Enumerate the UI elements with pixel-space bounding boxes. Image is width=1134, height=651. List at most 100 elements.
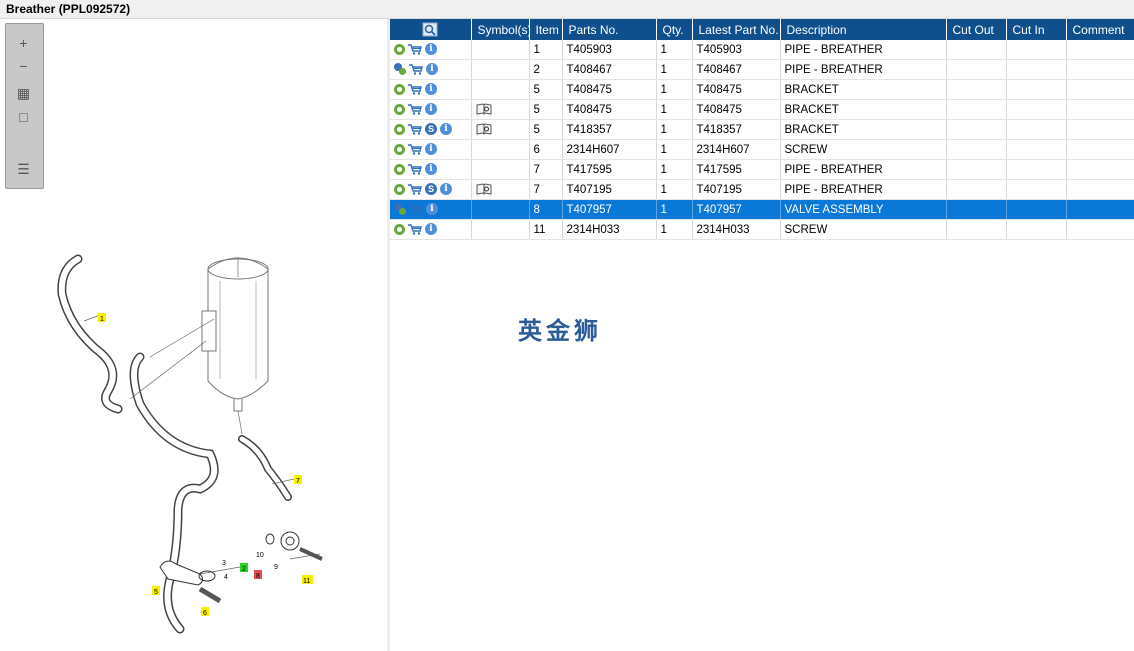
- cart-icon[interactable]: [409, 64, 423, 75]
- book-icon[interactable]: [476, 183, 492, 196]
- item-cell: 5: [529, 79, 563, 100]
- qty-cell: 1: [656, 219, 693, 240]
- info-icon[interactable]: i: [426, 63, 438, 76]
- cart-icon[interactable]: [408, 184, 422, 195]
- cut-in-cell: [1006, 99, 1067, 120]
- column-header-qty[interactable]: Qty.: [656, 19, 693, 40]
- pane-splitter[interactable]: [387, 19, 390, 651]
- gear-icon[interactable]: [394, 103, 405, 115]
- cart-icon[interactable]: [408, 124, 422, 135]
- info-icon[interactable]: i: [440, 183, 452, 196]
- fit-to-window-button[interactable]: ▦: [14, 84, 33, 101]
- info-icon[interactable]: i: [425, 103, 437, 116]
- column-header-cut-in[interactable]: Cut In: [1006, 19, 1067, 40]
- cut-in-cell: [1006, 59, 1067, 80]
- description-cell: BRACKET: [780, 119, 947, 140]
- cart-icon[interactable]: [408, 44, 422, 55]
- latest-part-no-cell: T408475: [692, 99, 781, 120]
- qty-cell: 1: [656, 40, 693, 60]
- actual-size-button[interactable]: □: [14, 108, 33, 125]
- book-icon[interactable]: [476, 103, 492, 116]
- cut-out-cell: [946, 99, 1007, 120]
- item-cell: 6: [529, 139, 563, 160]
- gear-icon[interactable]: [394, 183, 405, 195]
- s-badge-icon[interactable]: S: [425, 123, 437, 136]
- item-cell: 1: [529, 40, 563, 60]
- column-header-symbols[interactable]: Symbol(s): [471, 19, 530, 40]
- gear-icon[interactable]: [394, 43, 405, 55]
- row-symbols-cell: [471, 139, 530, 160]
- row-symbols-cell: [471, 179, 530, 200]
- row-symbols-cell: [471, 59, 530, 80]
- column-header-parts-no[interactable]: Parts No.: [562, 19, 657, 40]
- parts-no-cell: T405903: [562, 40, 657, 60]
- info-icon[interactable]: i: [426, 203, 438, 216]
- cart-icon[interactable]: [408, 104, 422, 115]
- cart-icon[interactable]: [408, 164, 422, 175]
- parts-no-cell: T408475: [562, 99, 657, 120]
- header-search-cell[interactable]: [390, 19, 472, 40]
- column-header-latest-part-no[interactable]: Latest Part No.: [692, 19, 781, 40]
- gear-icon[interactable]: [394, 163, 405, 175]
- cut-out-cell: [946, 79, 1007, 100]
- exploded-diagram[interactable]: 1 2 3 4 5 6 7 8 9 10 11: [0, 19, 387, 651]
- cart-icon[interactable]: [408, 144, 422, 155]
- cart-icon[interactable]: [409, 204, 423, 215]
- cart-icon[interactable]: [408, 224, 422, 235]
- fit-icon: ▦: [16, 84, 31, 101]
- book-icon[interactable]: [476, 123, 492, 136]
- info-icon[interactable]: i: [425, 223, 437, 236]
- column-header-cut-out[interactable]: Cut Out: [946, 19, 1007, 40]
- cart-icon[interactable]: [408, 84, 422, 95]
- window-title: Breather (PPL092572): [6, 2, 131, 16]
- cut-out-cell: [946, 139, 1007, 160]
- minus-icon: −: [19, 57, 28, 74]
- comment-cell: [1066, 40, 1134, 60]
- callout-7: 7: [296, 478, 300, 485]
- cut-in-cell: [1006, 179, 1067, 200]
- zoom-in-button[interactable]: +: [14, 34, 33, 51]
- s-badge-icon[interactable]: S: [425, 183, 437, 196]
- gear-icon[interactable]: [394, 83, 405, 95]
- gear-info-icon[interactable]: [394, 63, 406, 76]
- column-header-description[interactable]: Description: [780, 19, 947, 40]
- gear-icon[interactable]: [394, 223, 405, 235]
- callout-8: 8: [256, 573, 260, 580]
- info-icon[interactable]: i: [425, 163, 437, 176]
- gear-info-icon[interactable]: [394, 203, 406, 216]
- diagram-pane[interactable]: 1 2 3 4 5 6 7 8 9 10 11 + − ▦ □ ☰: [0, 19, 388, 651]
- qty-cell: 1: [656, 119, 693, 140]
- screw-11: [299, 547, 323, 561]
- description-cell: BRACKET: [780, 79, 947, 100]
- column-header-item[interactable]: Item: [529, 19, 563, 40]
- zoom-out-button[interactable]: −: [14, 57, 33, 74]
- callout-9: 9: [274, 564, 278, 571]
- toggle-list-button[interactable]: ☰: [14, 160, 33, 177]
- info-icon[interactable]: i: [425, 43, 437, 56]
- gear-icon[interactable]: [394, 123, 405, 135]
- latest-part-no-cell: T407195: [692, 179, 781, 200]
- info-icon[interactable]: i: [425, 83, 437, 96]
- parts-pane: Symbol(s) Item Parts No. Qty. Latest Par…: [390, 19, 1134, 651]
- info-icon[interactable]: i: [425, 143, 437, 156]
- column-header-comment[interactable]: Comment: [1066, 19, 1134, 40]
- info-icon[interactable]: i: [440, 123, 452, 136]
- row-actions-cell: i: [390, 219, 472, 240]
- row-actions-cell: i: [390, 159, 472, 180]
- search-icon[interactable]: [422, 22, 438, 37]
- gear-icon[interactable]: [394, 143, 405, 155]
- cut-in-cell: [1006, 79, 1067, 100]
- comment-cell: [1066, 139, 1134, 160]
- row-actions-cell: i: [390, 139, 472, 160]
